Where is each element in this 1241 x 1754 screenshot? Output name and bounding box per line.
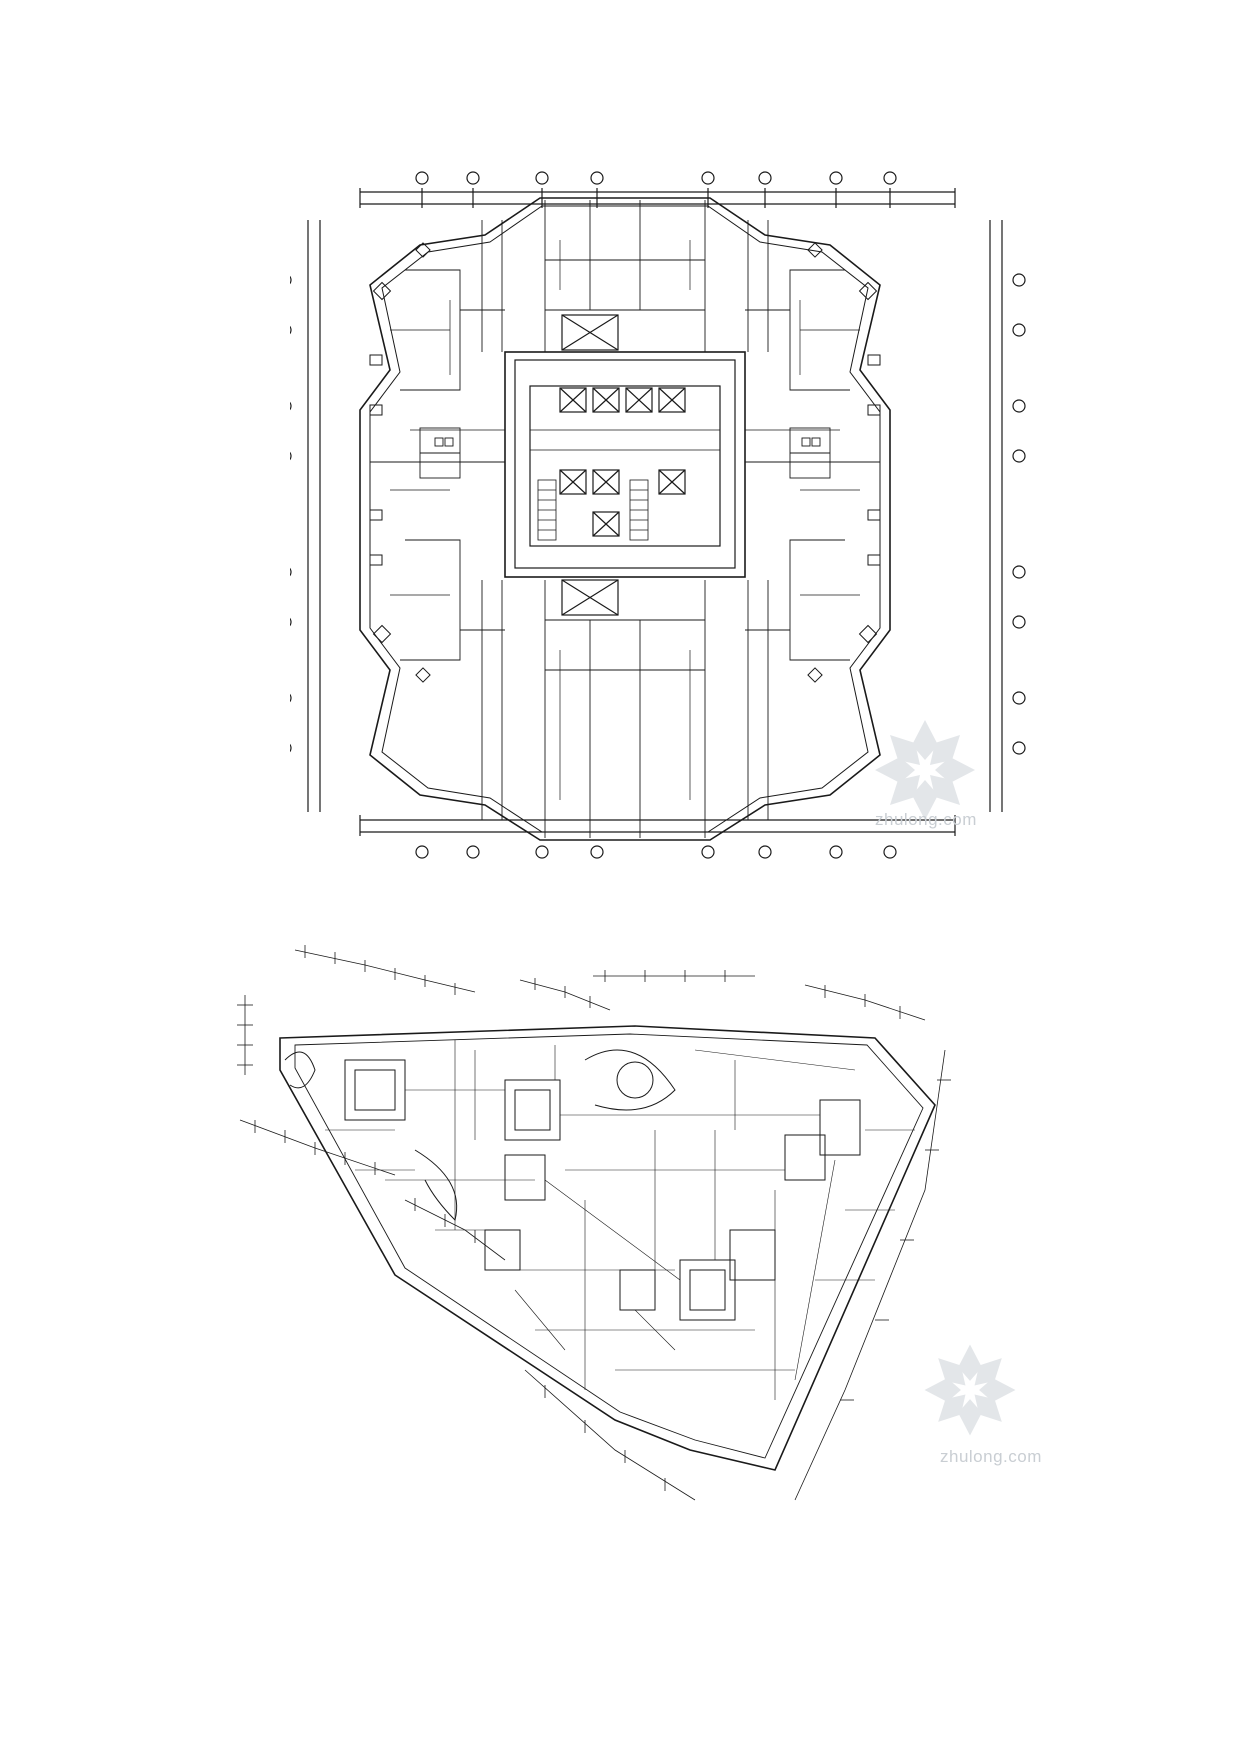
circuit-lines (390, 240, 860, 800)
zhulong-flower-logo-icon (875, 720, 975, 820)
site-plan (237, 945, 951, 1501)
wiring-network (325, 1040, 915, 1400)
grid-axis-bottom (359, 815, 956, 859)
structural-columns (369, 242, 881, 683)
watermark-text: zhulong.com (940, 1447, 1042, 1466)
grid-axis-left (290, 220, 321, 812)
tower-floor-plan (290, 171, 1026, 859)
dimension-strings (237, 945, 951, 1501)
stairs (537, 479, 649, 541)
office-zones (400, 269, 850, 661)
building-footprints (284, 1049, 861, 1321)
elevator-bank (559, 387, 686, 537)
grid-axis-top (359, 171, 956, 208)
site-boundary (279, 1025, 936, 1471)
zhulong-flower-logo-icon (924, 1344, 1016, 1436)
core (504, 351, 746, 578)
watermark-text: zhulong.com (875, 810, 977, 829)
building-outline (359, 197, 891, 841)
grid-axis-right (989, 220, 1026, 812)
